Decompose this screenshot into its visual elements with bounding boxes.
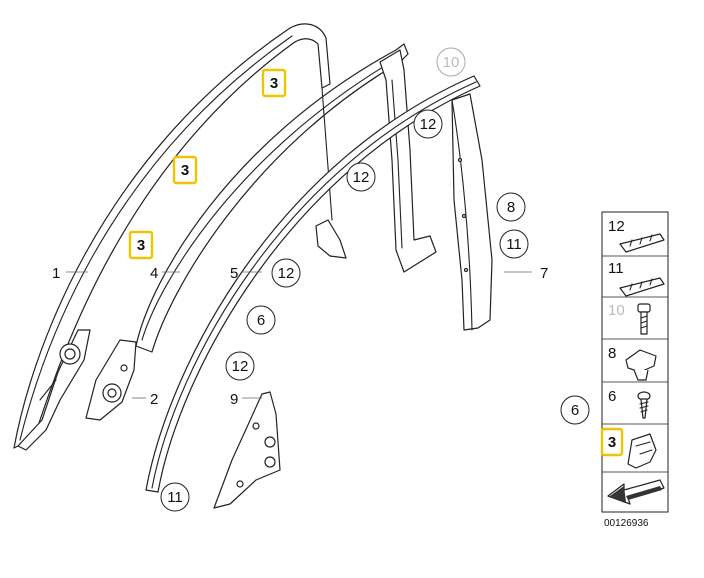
highlight-3-c-text: 3 [137, 237, 145, 254]
highlight-3-c: 3 [128, 230, 154, 260]
legend-row-10: 10 [608, 302, 651, 335]
highlighted-callouts: 3 3 3 [128, 68, 287, 260]
callout-12-b-text: 12 [353, 169, 370, 186]
callout-11-a: 11 [499, 229, 529, 259]
legend-row-6: 6 [608, 388, 651, 419]
callout-10-text: 10 [443, 54, 460, 71]
highlight-3-b-text: 3 [181, 162, 189, 179]
part-5-seal-strip [145, 75, 481, 493]
arrow-icon [607, 479, 665, 505]
circled-callouts: 10 12 12 12 12 8 11 11 [160, 47, 590, 512]
callout-8-text: 8 [507, 199, 515, 216]
callout-6-a: 6 [246, 305, 276, 335]
highlight-3-b: 3 [172, 155, 198, 185]
callout-11-a-text: 11 [506, 236, 522, 253]
callout-12-d-text: 12 [232, 358, 249, 375]
label-7: 7 [540, 265, 548, 282]
part-4-channel-seal [135, 43, 437, 353]
callout-12-c-text: 12 [278, 265, 295, 282]
legend-row-11-label: 11 [608, 260, 624, 277]
legend-row-3-label: 3 [608, 434, 616, 451]
diagram-number: 00126936 [604, 518, 649, 529]
callout-6-b-text: 6 [571, 402, 579, 419]
bolt-icon [637, 303, 651, 335]
legend-row-8: 8 [608, 345, 657, 381]
label-4: 4 [150, 265, 158, 282]
leader-lines [66, 271, 532, 399]
legend-row-12: 12 [608, 218, 665, 253]
label-5: 5 [230, 265, 238, 282]
part-2-mirror-cover [85, 339, 137, 421]
callout-12-b: 12 [346, 162, 376, 192]
callout-11-b: 11 [160, 482, 190, 512]
spring-clip-icon [627, 433, 657, 469]
part-1-frame-trim [13, 23, 331, 451]
screw-icon [637, 391, 651, 419]
callout-12-c: 12 [271, 258, 301, 288]
callout-6-b: 6 [560, 395, 590, 425]
callout-12-d: 12 [225, 351, 255, 381]
part-labels: 1 2 4 5 7 9 [52, 265, 548, 408]
nut-clip-icon [625, 349, 657, 381]
clip-strip-icon [619, 277, 665, 297]
label-9: 9 [230, 391, 238, 408]
callout-12-a: 12 [413, 109, 443, 139]
part-7-pillar-trim [451, 93, 493, 331]
legend-panel: 12 11 10 8 [600, 211, 669, 513]
label-2: 2 [150, 391, 158, 408]
callout-10: 10 [436, 47, 466, 77]
callout-11-b-text: 11 [167, 489, 183, 506]
callout-8: 8 [496, 192, 526, 222]
legend-row-12-label: 12 [608, 218, 625, 235]
part-9-mirror-triangle [213, 391, 281, 509]
highlight-3-a-text: 3 [270, 75, 278, 92]
legend-row-6-label: 6 [608, 388, 616, 405]
legend-row-10-label: 10 [608, 302, 625, 319]
legend-row-3: 3 [600, 427, 657, 469]
legend-row-11: 11 [608, 260, 665, 297]
callout-6-a-text: 6 [257, 312, 265, 329]
clip-strip-icon [619, 233, 665, 253]
highlight-3-a: 3 [261, 68, 287, 98]
callout-12-a-text: 12 [420, 116, 437, 133]
label-1: 1 [52, 265, 60, 282]
legend-row-8-label: 8 [608, 345, 616, 362]
